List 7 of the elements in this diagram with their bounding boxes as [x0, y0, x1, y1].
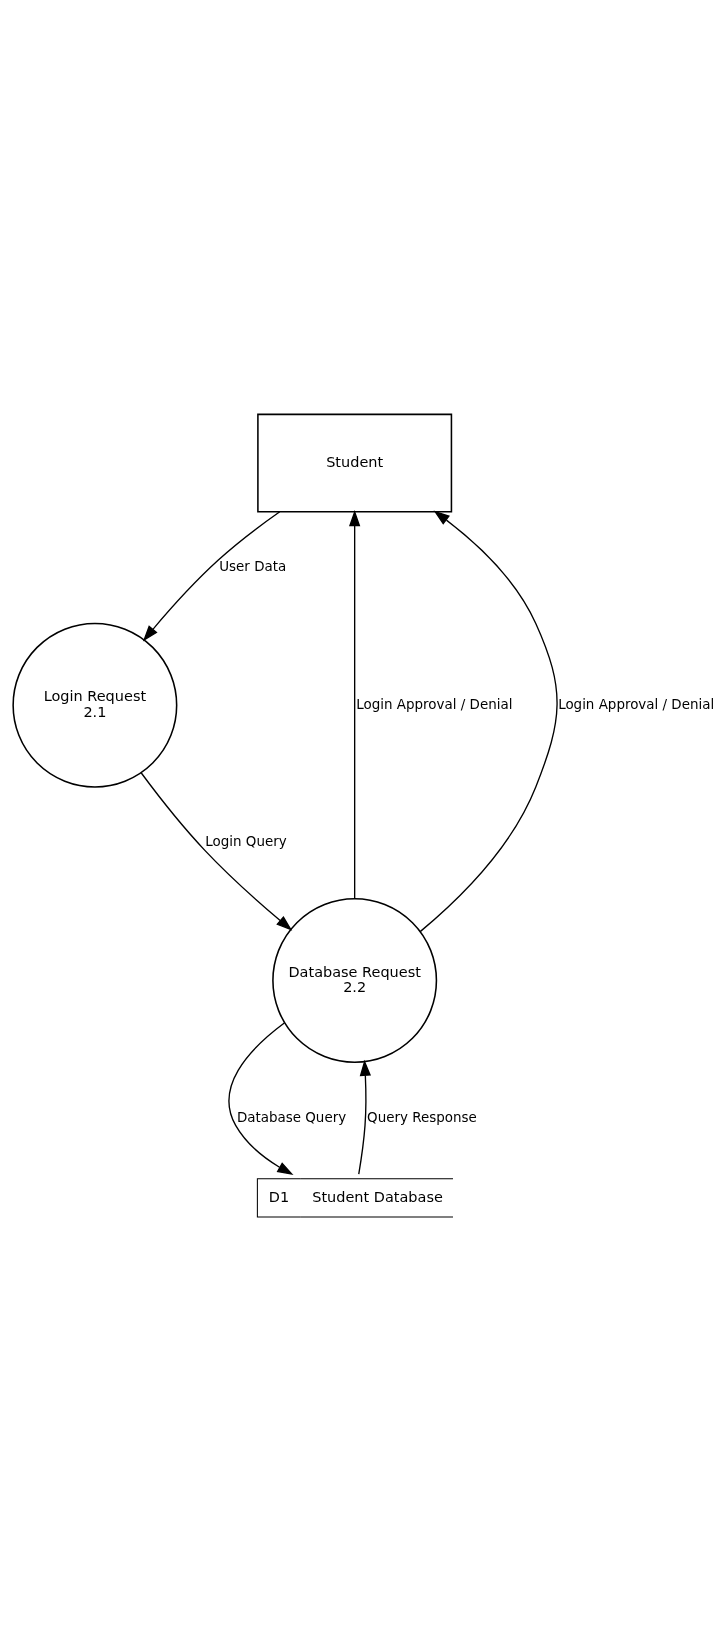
edge-label: Login Query	[204, 833, 287, 849]
edge-label: User Data	[218, 558, 286, 574]
edge-label: Query Response	[366, 1109, 477, 1125]
edge-label: Login Approval / Denial	[355, 696, 512, 712]
node-text: D1 Student Database	[268, 1188, 443, 1205]
edge-label: Login Approval / Denial	[557, 696, 714, 712]
edge-label: Database Query	[236, 1109, 346, 1125]
